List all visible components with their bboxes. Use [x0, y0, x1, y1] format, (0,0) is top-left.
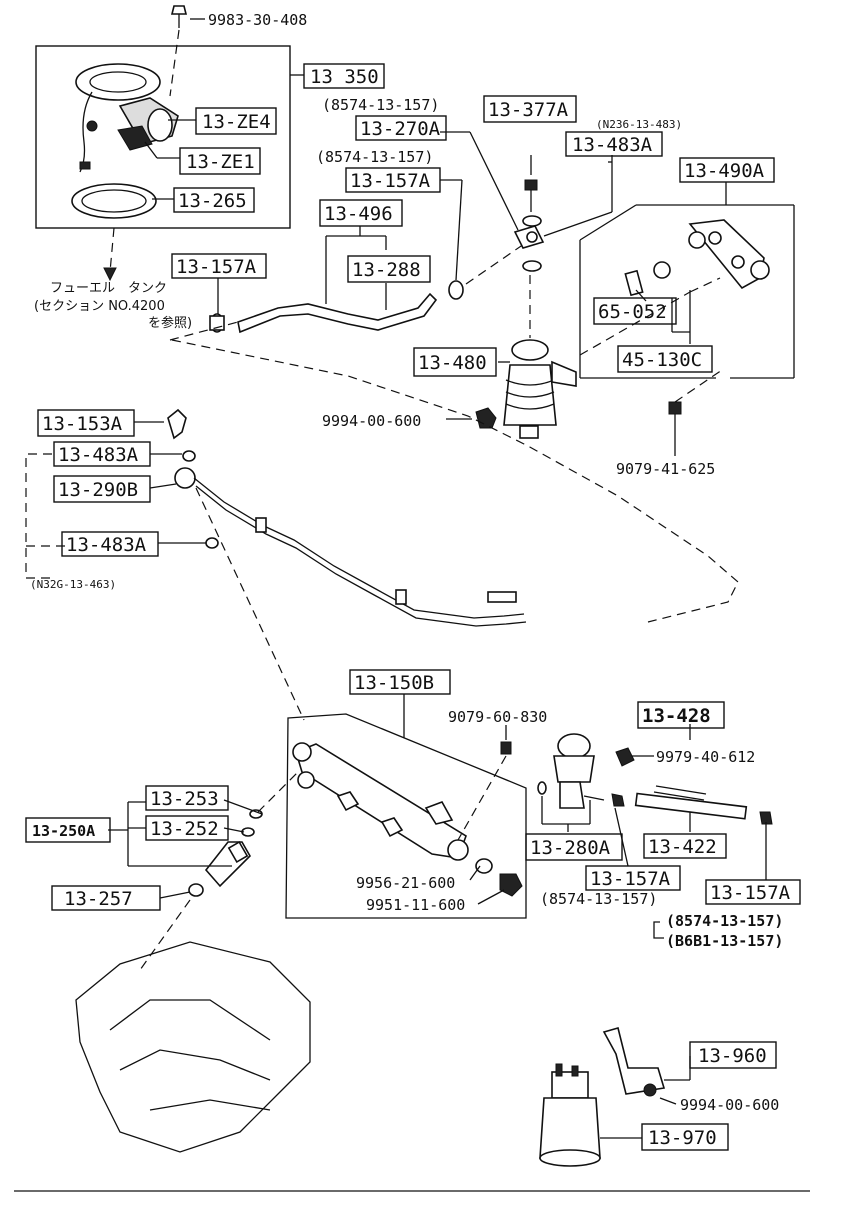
note-8574-a: (8574-13-157)	[322, 96, 439, 114]
label-13970: 13-970	[648, 1127, 717, 1149]
label-bolt-top: 9983-30-408	[208, 11, 307, 29]
label-13350: 13 350	[310, 66, 379, 88]
note-refer: を参照)	[148, 315, 192, 331]
note-b6b1: (B6B1-13-157)	[666, 932, 783, 950]
label-13496: 13-496	[324, 203, 393, 225]
label-13265: 13-265	[178, 190, 247, 212]
fuel-pump-group	[35, 5, 304, 282]
label-13483a-b: 13-483A	[58, 444, 139, 466]
label-13ze4: 13-ZE4	[202, 111, 271, 133]
label-bolt-9994-b: 9994-00-600	[680, 1096, 779, 1114]
note-8574-b: (8574-13-157)	[316, 148, 433, 166]
label-13ze1: 13-ZE1	[186, 151, 255, 173]
note-8574-c: (8574-13-157)	[540, 890, 657, 908]
label-13157a-d: 13-157A	[710, 882, 791, 904]
note-8574-d: (8574-13-157)	[666, 912, 783, 930]
label-bolt-9979: 9979-40-612	[656, 748, 755, 766]
label-13157a-b: 13-157A	[176, 256, 257, 278]
label-13257: 13-257	[64, 888, 133, 910]
label-13288: 13-288	[352, 259, 421, 281]
note-n236: (N236-13-483)	[596, 118, 682, 131]
label-13150b: 13-150B	[354, 672, 434, 694]
label-45130c: 45-130C	[622, 349, 702, 371]
label-13490a: 13-490A	[684, 160, 765, 182]
label-bolt-9079-625: 9079-41-625	[616, 460, 715, 478]
label-13483a-c: 13-483A	[66, 534, 147, 556]
label-13280a: 13-280A	[530, 837, 611, 859]
label-13157a-a: 13-157A	[350, 170, 431, 192]
label-13250a: 13-250A	[32, 822, 95, 840]
label-13377a: 13-377A	[488, 99, 569, 121]
label-13422: 13-422	[648, 836, 717, 858]
label-bolt-9994-a: 9994-00-600	[322, 412, 421, 430]
fuel-hose-group	[209, 131, 795, 456]
label-13483a-top: 13-483A	[572, 134, 653, 156]
note-n32g: (N32G-13-463)	[30, 578, 116, 591]
label-13270a: 13-270A	[360, 118, 441, 140]
label-13157a-c: 13-157A	[590, 868, 671, 890]
label-bolt-9951: 9951-11-600	[366, 896, 465, 914]
label-65052: 65-052	[598, 301, 667, 323]
label-13428: 13-428	[642, 705, 711, 727]
label-13960: 13-960	[698, 1045, 767, 1067]
fuel-rail-group	[75, 694, 527, 1153]
label-13253: 13-253	[150, 788, 219, 810]
label-13480: 13-480	[418, 352, 487, 374]
note-fuel-tank: フューエル タンク	[50, 281, 167, 296]
pressure-regulator-group	[537, 724, 773, 939]
label-13290b: 13-290B	[58, 479, 138, 501]
label-13153a: 13-153A	[42, 413, 123, 435]
note-section: (セクション NO.4200	[34, 299, 165, 314]
return-pipe-group	[25, 321, 739, 721]
label-bolt-9079-830: 9079-60-830	[448, 708, 547, 726]
labels: 9983-30-408 13 350 13-ZE4 13-ZE1 13-265 …	[25, 11, 801, 1151]
label-bolt-9956: 9956-21-600	[356, 874, 455, 892]
canister-group	[539, 1027, 691, 1167]
label-13252: 13-252	[150, 818, 219, 840]
